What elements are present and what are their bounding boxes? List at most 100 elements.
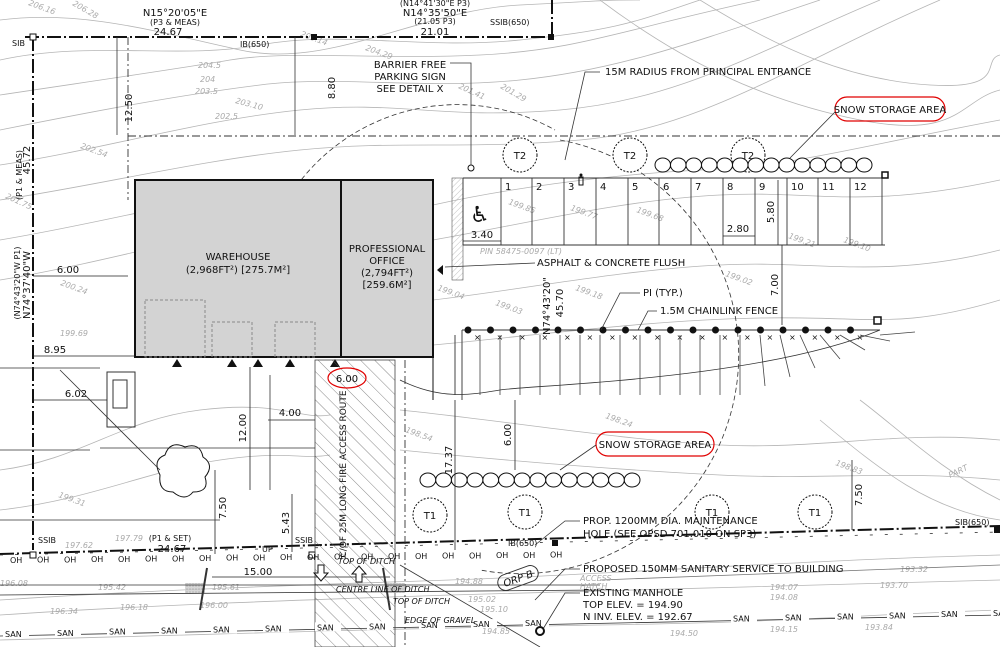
ssib-label-right: SSIB <box>295 536 313 545</box>
tree-label: T1 <box>518 508 531 519</box>
san-label: SAN <box>941 610 958 619</box>
dim-7-50: 7.50 <box>218 497 229 519</box>
elevation-label: 199.02 <box>724 269 753 287</box>
middle-bearing: N74°43'20" <box>542 277 553 335</box>
elevation-label: 193.32 <box>900 565 928 574</box>
office-area-1: (2,794FT²) <box>361 268 413 279</box>
left-ref-distance: (P1 & MEAS) <box>15 150 24 200</box>
ib650-label-bottom: IB(650) <box>508 539 537 548</box>
fence-x-mark: × <box>744 333 751 342</box>
shrub-icon <box>487 326 494 334</box>
dim-12-50: 12.50 <box>124 94 135 123</box>
fence-note: 1.5M CHAINLINK FENCE <box>660 306 778 317</box>
gravel-patch-left <box>185 583 205 593</box>
parking-stall-number: 10 <box>791 182 804 193</box>
shrub-icon <box>847 326 854 334</box>
elevation-label: 200.24 <box>59 278 88 296</box>
san-label: SAN <box>837 612 854 621</box>
centre-ditch-label: CENTRE LINE OF DITCH <box>336 585 430 594</box>
fence-x-mark: × <box>587 333 594 342</box>
shrub-icon <box>779 326 787 334</box>
fence-x-mark: × <box>834 333 841 342</box>
elevation-label: 196.34 <box>50 607 78 616</box>
oh-label: OH <box>37 556 49 565</box>
oh-label: OH <box>307 553 319 562</box>
barrier-free-note-2: PARKING SIGN <box>374 72 446 83</box>
distance-top-right-ref: (21.05 P3) <box>414 17 456 26</box>
bearing-top-left: N15°20'05"E <box>143 8 207 19</box>
oh-label: OH <box>172 554 184 563</box>
survey-markers: SIB IB(650) SSIB(650) SSIB SSIB IB(650) … <box>12 18 1000 559</box>
fence-x-mark: × <box>699 333 706 342</box>
san-label: SAN <box>109 628 126 637</box>
elevation-label: 199.68 <box>635 205 664 223</box>
elevation-label: 202.54 <box>79 141 108 159</box>
fence-x-mark: × <box>789 333 796 342</box>
pi-note: PI (TYP.) <box>643 288 683 299</box>
elevation-label: 198.54 <box>404 425 433 443</box>
dim-7-00: 7.00 <box>770 274 781 296</box>
elevation-label: 204.5 <box>198 61 221 70</box>
buildings: WAREHOUSE (2,968FT²) [275.7M²] PROFESSIO… <box>106 179 443 428</box>
elevation-label: 204 <box>200 75 215 84</box>
shrub-icon <box>532 326 539 334</box>
parking-stall-number: 3 <box>568 182 574 193</box>
shrub-icon <box>824 326 832 334</box>
elevation-label: 202.5 <box>215 112 238 121</box>
elevation-label: 206.28 <box>71 0 100 21</box>
shrub-icon <box>622 326 629 334</box>
snow-storage-label-2: SNOW STORAGE AREA <box>599 440 712 451</box>
parking-stall-number: 11 <box>822 182 835 193</box>
elevation-label: 203.10 <box>234 96 263 112</box>
tree-label: T1 <box>808 508 821 519</box>
barrier-free-note-1: BARRIER FREE <box>374 60 446 71</box>
elevation-label: 199.03 <box>494 298 523 316</box>
warehouse-area: (2,968FT²) [275.7M²] <box>186 265 290 276</box>
elevation-label: 199.18 <box>574 283 603 301</box>
san-label: SAN <box>57 629 74 638</box>
pin-label: PIN 58475-0097 (LT) <box>480 247 562 256</box>
shrub-icon <box>644 326 652 334</box>
elevation-label: 195.10 <box>480 605 508 614</box>
top-of-ditch-label-2: TOP OF DITCH <box>393 597 450 606</box>
tree-icon <box>694 494 730 530</box>
elevation-label: 201.29 <box>499 82 528 104</box>
elevation-label: 198.83 <box>834 458 863 476</box>
gravel-patch-right <box>385 583 405 593</box>
warehouse-label: WAREHOUSE <box>206 252 271 263</box>
parking-stall-number: 12 <box>854 182 867 193</box>
elevation-label: 206.16 <box>27 0 56 16</box>
access-hatch-1: ACCESS <box>579 574 612 583</box>
fence-x-mark: × <box>767 333 774 342</box>
elevation-label: 197.79 <box>115 534 143 543</box>
san-label: SAN <box>161 627 178 636</box>
dim-17-37: 17.37 <box>444 446 455 475</box>
shrub-icon <box>734 326 742 334</box>
dim-5-80: 5.80 <box>766 201 777 223</box>
dim-3-40: 3.40 <box>471 230 493 241</box>
bearing-top-right-ref: (N14°41'30"E P3) <box>400 0 470 8</box>
dim-6-00-left: 6.00 <box>57 265 79 276</box>
dim-6-00-mid: 6.00 <box>503 424 514 446</box>
dim-2-80: 2.80 <box>727 224 749 235</box>
manhole-icon <box>535 626 545 636</box>
elevation-label: 194.15 <box>770 625 798 634</box>
ditch-linework <box>0 564 1000 647</box>
lower-stall-line <box>759 334 766 387</box>
fence-x-mark: × <box>564 333 571 342</box>
lower-stall-line <box>779 334 791 378</box>
oh-label: OH <box>10 556 22 565</box>
elevation-label: 194.88 <box>455 577 483 586</box>
tree-icon <box>507 494 543 530</box>
manhole-note-1: EXISTING MANHOLE <box>583 588 683 599</box>
bearing-top-right: N14°35'50"E <box>403 8 467 19</box>
san-label: SAN <box>733 615 750 624</box>
elevation-label: 193.84 <box>865 623 893 632</box>
distance-top-right: 21.01 <box>421 27 450 38</box>
snow-storage-clouds: SNOW STORAGE AREA SNOW STORAGE AREA <box>419 96 946 488</box>
